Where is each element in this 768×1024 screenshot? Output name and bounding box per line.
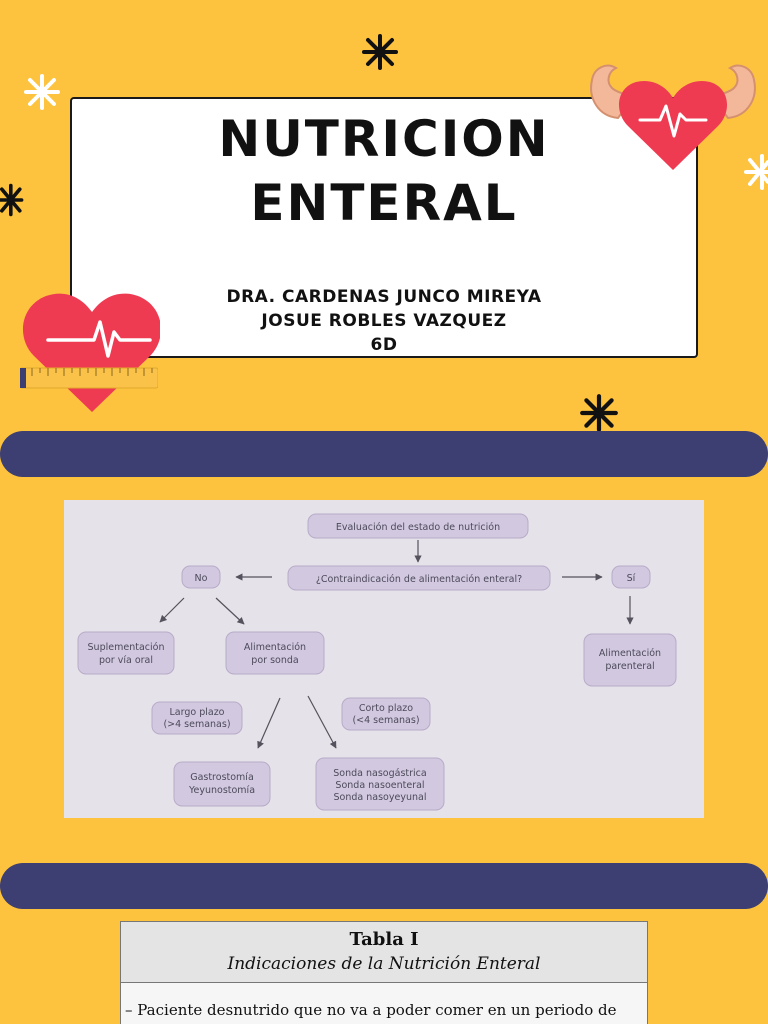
authors-block: DRA. CARDENAS JUNCO MIREYA JOSUE ROBLES … <box>72 285 696 357</box>
flow-box-no <box>181 565 221 589</box>
group-label: 6D <box>370 335 398 355</box>
title-card: NUTRICION ENTERAL DRA. CARDENAS JUNCO MI… <box>70 97 698 358</box>
flow-text-no: No <box>195 573 208 584</box>
flow-box-si <box>611 565 651 589</box>
page-title-line-1: NUTRICION <box>218 110 550 168</box>
table-row: – Paciente desnutrido que no va a poder … <box>125 1001 617 1019</box>
flexing-heart-icon <box>590 64 756 170</box>
flow-text-largo-1: Largo plazo <box>169 707 224 718</box>
sparkle-icon <box>0 183 24 217</box>
page-title-line-2: ENTERAL <box>250 174 518 232</box>
author-name-2: JOSUE ROBLES VAZQUEZ <box>261 311 507 331</box>
flow-text-gastro-2: Yeyunostomía <box>188 785 255 796</box>
flow-text-corto-1: Corto plazo <box>359 703 413 714</box>
sparkle-icon <box>24 74 60 110</box>
sparkle-icon <box>362 34 398 70</box>
flow-box-suplementacion <box>77 631 175 675</box>
flow-text-parenteral-2: parenteral <box>605 661 654 672</box>
heartbeat-heart-icon <box>22 293 160 412</box>
table-header: Tabla I Indicaciones de la Nutrición Ent… <box>121 921 647 983</box>
flow-text-naso-2: Sonda nasoenteral <box>335 780 424 791</box>
flow-text-suplementacion-1: Suplementación <box>88 642 165 653</box>
flow-text-evaluacion: Evaluación del estado de nutrición <box>336 522 500 533</box>
flow-box-sonda-naso <box>315 757 445 811</box>
flow-text-parenteral-1: Alimentación <box>599 648 661 659</box>
divider-band-top <box>0 431 768 477</box>
flowchart-image: Evaluación del estado de nutrición ¿Cont… <box>64 500 704 818</box>
flow-text-largo-2: (>4 semanas) <box>163 719 230 730</box>
flow-box-sonda <box>225 631 325 675</box>
flow-box-evaluacion <box>307 513 529 539</box>
sparkle-icon <box>744 154 768 190</box>
divider-band-bottom <box>0 863 768 909</box>
flow-text-si: Sí <box>627 573 636 584</box>
flow-box-parenteral <box>583 633 677 687</box>
flow-text-naso-1: Sonda nasogástrica <box>333 768 426 779</box>
ruler-icon <box>20 367 158 389</box>
author-name-1: DRA. CARDENAS JUNCO MIREYA <box>226 287 542 307</box>
indicaciones-table: Tabla I Indicaciones de la Nutrición Ent… <box>120 921 648 1024</box>
flow-text-gastro-1: Gastrostomía <box>190 772 254 783</box>
title-block: NUTRICION ENTERAL <box>72 107 696 235</box>
table-title: Tabla I <box>349 929 419 950</box>
flow-text-pregunta: ¿Contraindicación de alimentación entera… <box>316 574 522 585</box>
flow-text-corto-2: (<4 semanas) <box>352 715 419 726</box>
flow-text-naso-3: Sonda nasoyeyunal <box>334 792 427 803</box>
flow-box-pregunta <box>287 565 551 591</box>
flow-box-gastrostomia <box>173 761 271 807</box>
table-subtitle: Indicaciones de la Nutrición Enteral <box>227 954 541 974</box>
flow-text-sonda-1: Alimentación <box>244 642 306 653</box>
sparkle-icon <box>580 394 618 432</box>
flow-box-largo-plazo <box>151 701 243 735</box>
flow-box-corto-plazo <box>341 697 431 731</box>
flow-text-suplementacion-2: por vía oral <box>99 655 153 666</box>
flow-text-sonda-2: por sonda <box>251 655 298 666</box>
